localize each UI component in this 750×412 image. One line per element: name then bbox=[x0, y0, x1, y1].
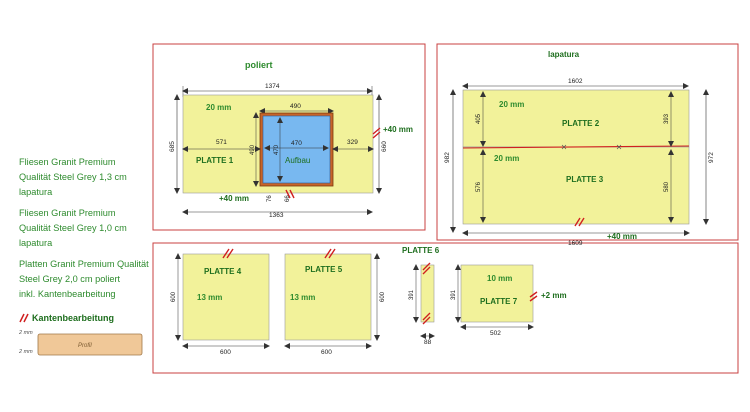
edge-bottom-label: +40 mm bbox=[607, 232, 637, 241]
dim-left-offset: 571 bbox=[216, 139, 227, 146]
platte-6-label: PLATTE 6 bbox=[402, 246, 440, 255]
profil-label: Profil bbox=[78, 343, 92, 349]
dim-p6-width: 88 bbox=[424, 339, 432, 346]
platte-1-label: PLATTE 1 bbox=[196, 156, 234, 165]
split-x-mark bbox=[561, 144, 622, 150]
platte-4-label: PLATTE 4 bbox=[204, 267, 242, 276]
dim-small-66: 66 bbox=[285, 195, 291, 202]
dim-p7-height: 391 bbox=[451, 289, 457, 300]
edge-mark-icon bbox=[372, 127, 381, 139]
dim-right-total: 972 bbox=[708, 152, 715, 163]
dim-p5-width: 600 bbox=[321, 349, 332, 356]
edge-mark-icon bbox=[19, 313, 29, 323]
edge-mark-icon bbox=[222, 248, 234, 259]
dim-p6-height: 391 bbox=[409, 289, 415, 300]
legend-line: lapatura bbox=[19, 187, 53, 197]
legend-block-2: Fliesen Granit Premium Qualität Steel Gr… bbox=[19, 206, 154, 251]
platte-1-thickness: 20 mm bbox=[206, 103, 231, 112]
profil-dim-top: 2 mm bbox=[18, 330, 33, 336]
edge-mark-icon bbox=[574, 217, 585, 227]
dim-p2-right: 393 bbox=[664, 113, 670, 124]
platte-7 bbox=[460, 264, 534, 323]
edge-bottom-label: +40 mm bbox=[219, 194, 249, 203]
dim-top: 1602 bbox=[568, 78, 583, 85]
platte-3-thickness: 20 mm bbox=[494, 154, 519, 163]
platte-3-label: PLATTE 3 bbox=[566, 175, 604, 184]
kanten-legend: Kantenbearbeitung 2 mm 2 mm Profil bbox=[18, 313, 143, 356]
kanten-label: Kantenbearbeitung bbox=[32, 313, 114, 323]
edge-mark-icon bbox=[285, 189, 295, 199]
legend-line: Qualität Steel Grey 1,0 cm bbox=[19, 223, 127, 233]
dim-p4-height: 600 bbox=[171, 291, 177, 302]
dim-bottom: 1609 bbox=[568, 240, 583, 247]
frame-small-plates bbox=[152, 242, 739, 374]
edge-mark-icon bbox=[422, 262, 431, 275]
split-line bbox=[462, 145, 690, 149]
platte-7-edge: +2 mm bbox=[541, 291, 567, 300]
dim-right-height: 660 bbox=[381, 141, 388, 152]
platte-7-label: PLATTE 7 bbox=[480, 297, 518, 306]
dim-p2-left: 405 bbox=[476, 113, 482, 124]
edge-right-label: +40 mm bbox=[383, 125, 413, 134]
cutout-label: Aufbau bbox=[285, 156, 310, 165]
dim-p3-right: 580 bbox=[664, 181, 670, 192]
platte-5 bbox=[284, 253, 372, 341]
legend-line: inkl. Kantenbearbeitung bbox=[19, 289, 116, 299]
platte-4-thickness: 13 mm bbox=[197, 293, 222, 302]
platte-4 bbox=[182, 253, 270, 341]
lapatura-title: lapatura bbox=[548, 50, 580, 59]
platte-2-label: PLATTE 2 bbox=[562, 119, 600, 128]
dim-p3-left: 576 bbox=[476, 181, 482, 192]
dim-right-offset: 329 bbox=[347, 139, 358, 146]
legend-line: lapatura bbox=[19, 238, 53, 248]
dim-bottom: 1363 bbox=[269, 212, 284, 219]
platte-2 bbox=[462, 89, 690, 148]
legend-line: Steel Grey 2,0 cm poliert bbox=[19, 274, 121, 284]
frame-lapatura bbox=[436, 43, 739, 241]
legend-line: Platten Granit Premium Qualität bbox=[19, 259, 149, 269]
dim-cutout-width: 490 bbox=[290, 103, 301, 110]
legend-line: Qualität Steel Grey 1,3 cm bbox=[19, 172, 127, 182]
dim-p5-height: 600 bbox=[380, 291, 386, 302]
dim-p7-width: 502 bbox=[490, 330, 501, 337]
profil-dim-bottom: 2 mm bbox=[18, 349, 33, 355]
dim-left-total: 982 bbox=[444, 152, 451, 163]
dim-left-height: 685 bbox=[169, 141, 176, 152]
dim-cutout-inner-width: 470 bbox=[291, 140, 302, 147]
edge-mark-icon bbox=[529, 291, 538, 302]
poliert-title: poliert bbox=[245, 60, 273, 70]
legend-line: Fliesen Granit Premium bbox=[19, 157, 116, 167]
edge-mark-icon bbox=[422, 312, 431, 325]
platte-3 bbox=[462, 146, 690, 225]
platte-5-label: PLATTE 5 bbox=[305, 265, 343, 274]
platte-7-thickness: 10 mm bbox=[487, 274, 512, 283]
legend-block-1: Fliesen Granit Premium Qualität Steel Gr… bbox=[19, 155, 154, 200]
platte-5-thickness: 13 mm bbox=[290, 293, 315, 302]
dim-p4-width: 600 bbox=[220, 349, 231, 356]
edge-mark-icon bbox=[324, 248, 336, 259]
dim-top: 1374 bbox=[265, 83, 280, 90]
profil-shape bbox=[37, 333, 143, 356]
platte-2-thickness: 20 mm bbox=[499, 100, 524, 109]
dim-small-76: 76 bbox=[267, 195, 273, 202]
legend-line: Fliesen Granit Premium bbox=[19, 208, 116, 218]
legend-block-3: Platten Granit Premium Qualität Steel Gr… bbox=[19, 257, 154, 302]
dim-cutout-height: 490 bbox=[250, 144, 256, 155]
dim-cutout-inner-height: 470 bbox=[274, 144, 280, 155]
frame-poliert bbox=[152, 43, 426, 231]
